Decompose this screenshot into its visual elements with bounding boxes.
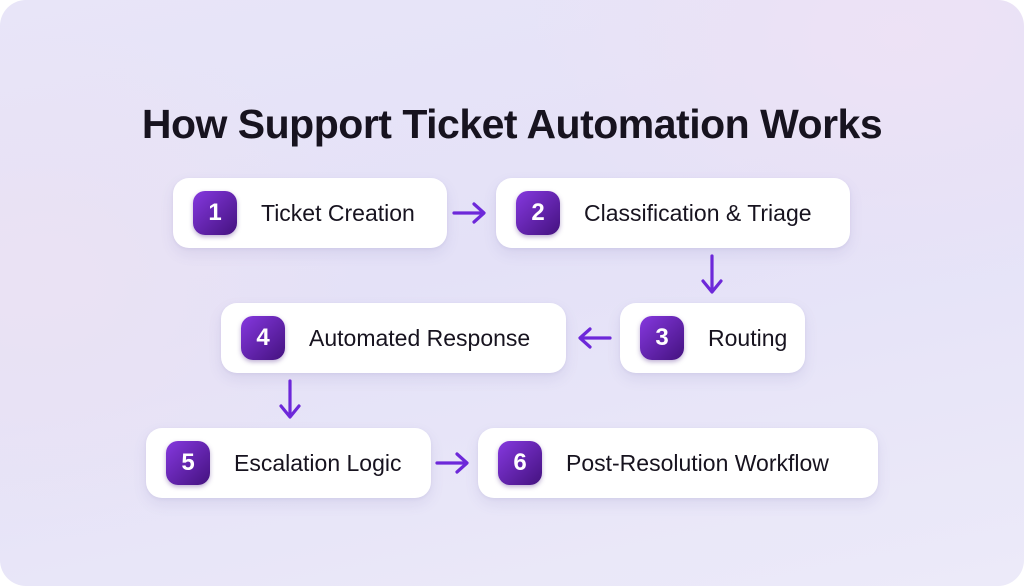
step-box-routing: 3 Routing — [620, 303, 805, 373]
step-label: Ticket Creation — [261, 199, 415, 226]
arrow-down-2-to-3-icon — [697, 251, 727, 301]
step-label: Post-Resolution Workflow — [566, 449, 829, 476]
arrow-right-5-to-6-icon — [432, 448, 476, 478]
arrow-left-3-to-4-icon — [571, 323, 615, 353]
step-label: Classification & Triage — [584, 199, 812, 226]
arrow-right-1-to-2-icon — [449, 198, 493, 228]
step-number-badge: 2 — [516, 191, 560, 235]
step-label: Routing — [708, 324, 788, 351]
step-box-classification-triage: 2 Classification & Triage — [496, 178, 850, 248]
step-number-badge: 3 — [640, 316, 684, 360]
step-box-escalation-logic: 5 Escalation Logic — [146, 428, 431, 498]
step-box-automated-response: 4 Automated Response — [221, 303, 566, 373]
step-number-badge: 5 — [166, 441, 210, 485]
arrow-down-4-to-5-icon — [275, 376, 305, 426]
step-number-badge: 1 — [193, 191, 237, 235]
step-label: Escalation Logic — [234, 449, 402, 476]
page-title: How Support Ticket Automation Works — [141, 101, 883, 148]
step-box-post-resolution-workflow: 6 Post-Resolution Workflow — [478, 428, 878, 498]
step-number-badge: 4 — [241, 316, 285, 360]
step-label: Automated Response — [309, 324, 531, 351]
step-number-badge: 6 — [498, 441, 542, 485]
step-box-ticket-creation: 1 Ticket Creation — [173, 178, 447, 248]
